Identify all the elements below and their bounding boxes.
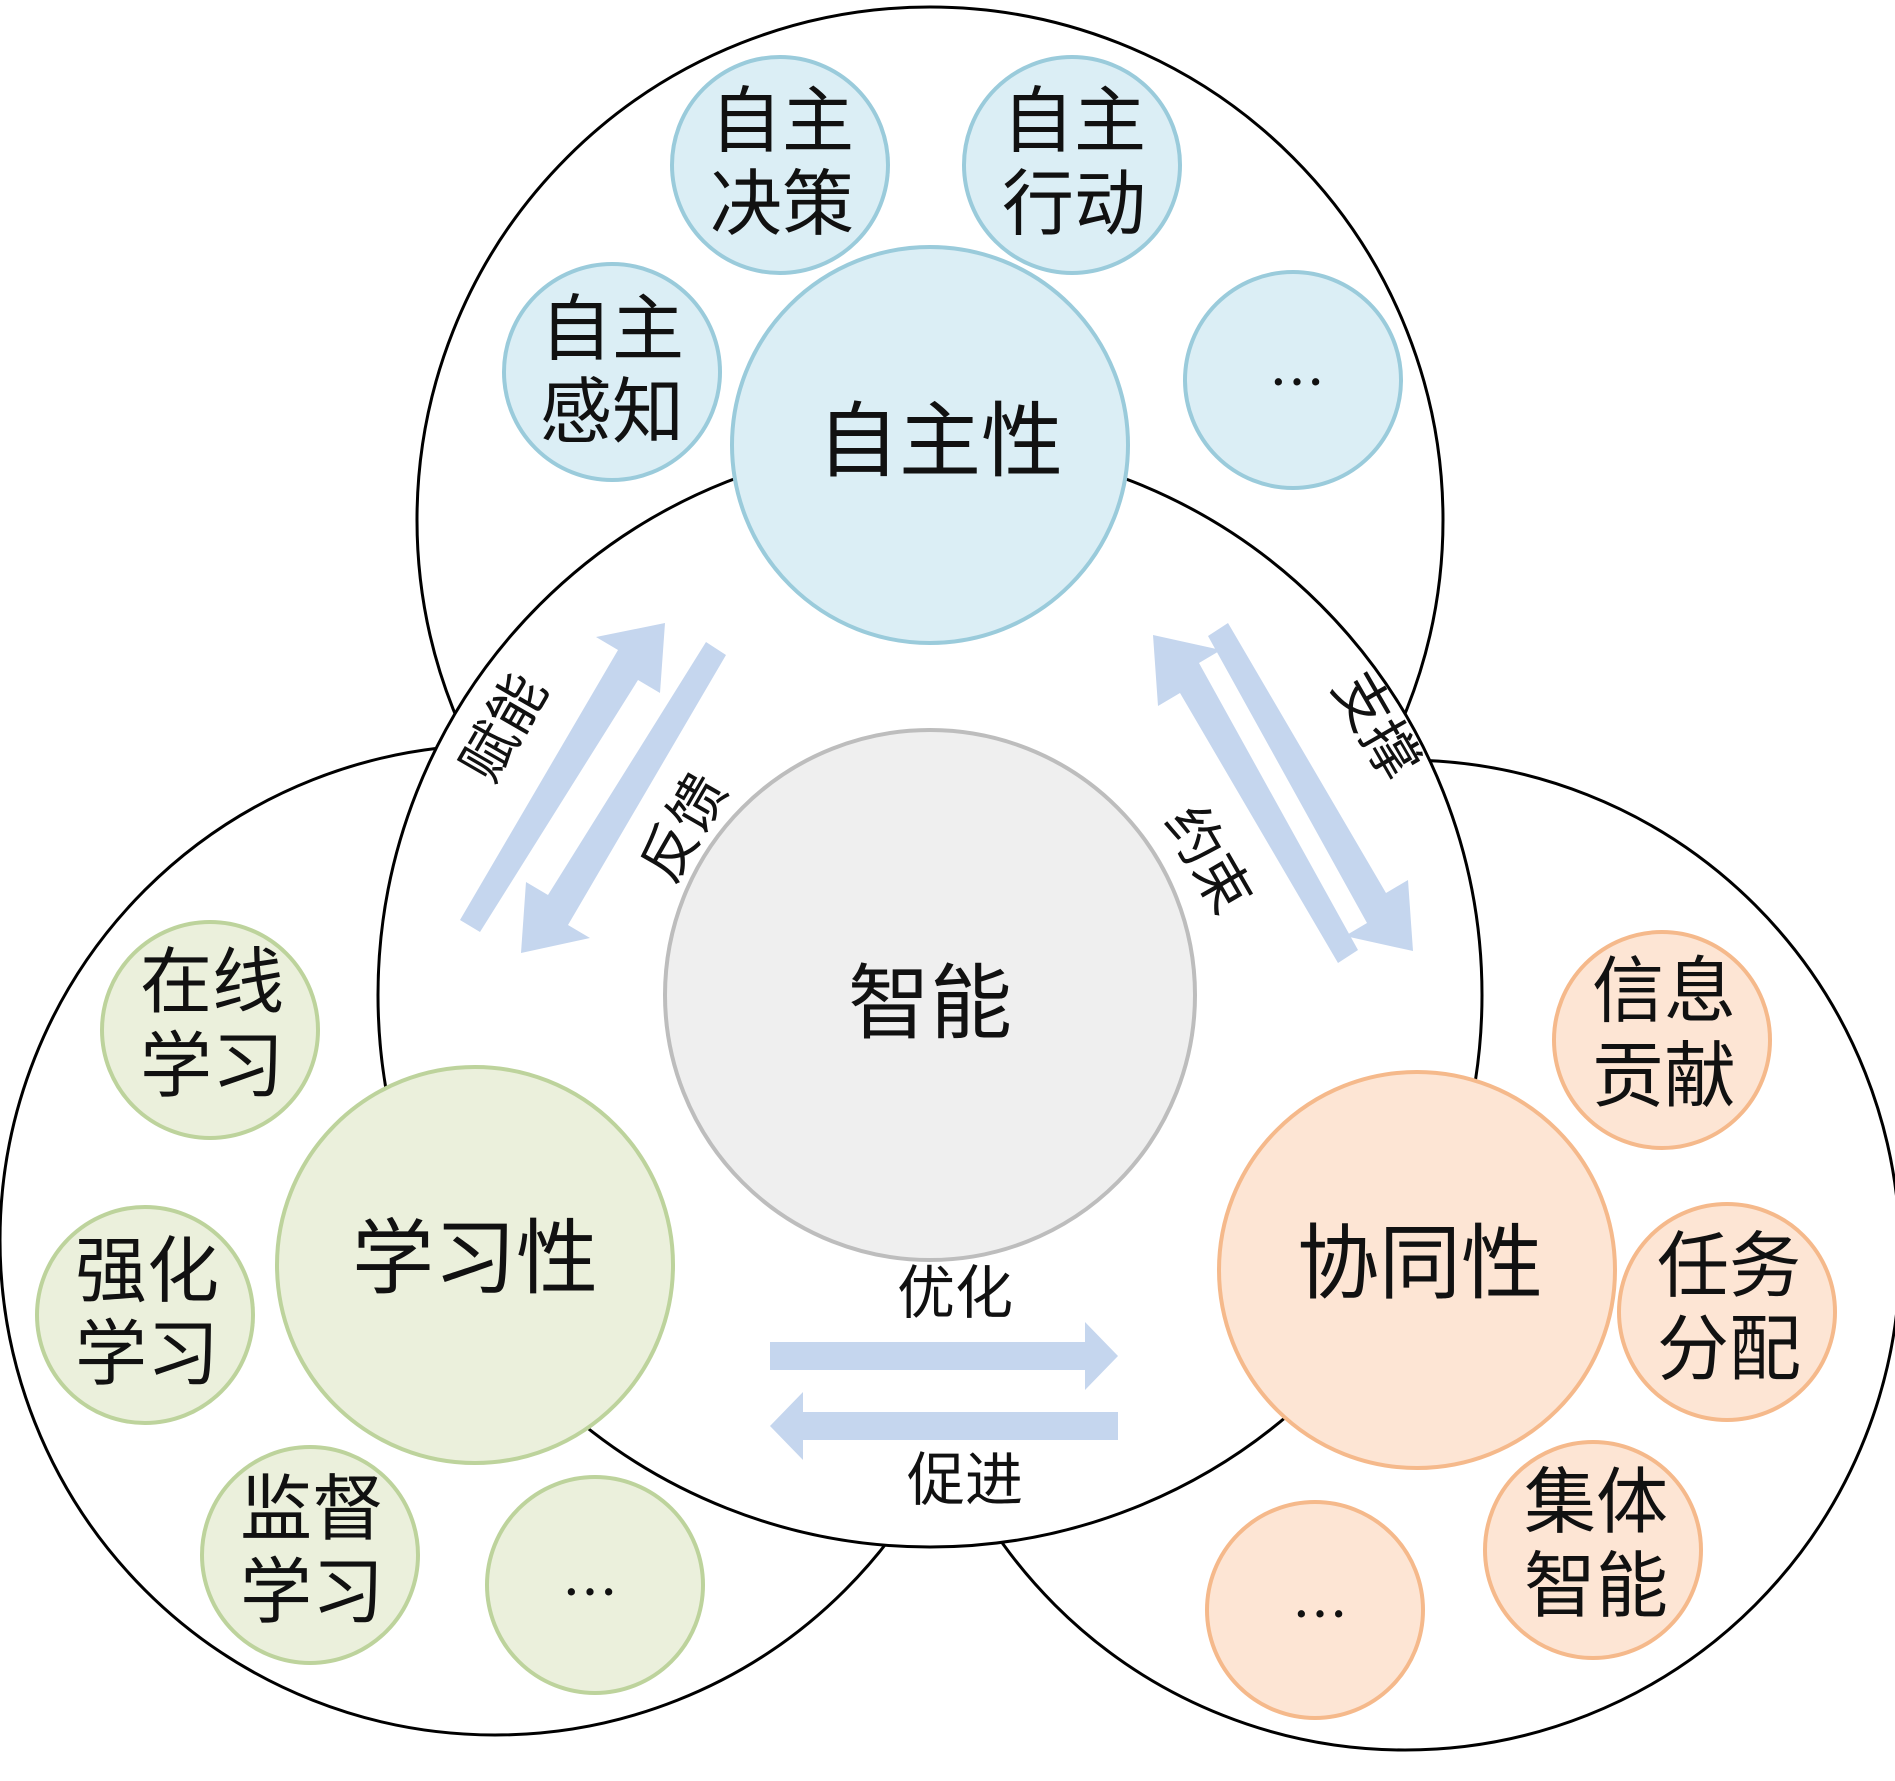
cooperation-sub-more-label: … [1292,1566,1348,1631]
learning-sub-reinforcement-line2: 学习 [75,1312,219,1396]
learning-sub-more-circle [485,1475,705,1695]
autonomy-sub-perception-line2: 感知 [540,370,684,454]
cooperation-main-circle [1217,1070,1617,1470]
cooperation-sub-info-line2: 贡献 [1592,1034,1736,1118]
learning-sub-supervised-circle [200,1445,420,1665]
learning-sub-more-label: … [562,1544,618,1609]
learning-sub-supervised-line2: 学习 [240,1550,384,1634]
learning-main-circle [275,1065,675,1465]
cooperation-sub-info-circle [1552,930,1772,1150]
empower-arrow [460,623,665,932]
constrain-arrow [1153,635,1358,963]
intelligence-label: 智能 [848,957,1012,1052]
autonomy-sub-decision-circle [670,55,890,275]
autonomy-sub-action-line2: 行动 [1002,162,1146,246]
learning-sub-reinforcement-line1: 强化 [75,1229,219,1313]
promote-arrow [770,1392,1118,1460]
learning-sub-online-line2: 学习 [140,1024,284,1108]
learning-sub-reinforcement-circle [35,1205,255,1425]
cooperation-sub-collective-line1: 集体 [1524,1460,1668,1544]
cooperation-sub-info-line1: 信息 [1592,949,1736,1033]
cooperation-sub-task-line1: 任务 [1657,1224,1801,1308]
autonomy-sub-more-circle [1183,270,1403,490]
feedback-arrow [521,642,726,953]
learning-label: 学习性 [352,1212,598,1307]
autonomy-sub-action-circle [962,55,1182,275]
cooperation-label: 协同性 [1297,1217,1543,1312]
optimize-label: 优化 [897,1259,1013,1327]
autonomy-label: 自主性 [817,395,1063,490]
autonomy-sub-action-line1: 自主 [1002,79,1146,163]
cooperation-sub-more-circle [1205,1500,1425,1720]
autonomy-sub-decision-line2: 决策 [710,162,854,246]
optimize-arrow [770,1322,1118,1390]
learning-sub-supervised-line1: 监督 [240,1467,384,1551]
intelligence-center-circle [663,728,1197,1262]
autonomy-main-circle [730,245,1130,645]
support-arrow [1208,623,1413,951]
cooperation-sub-task-line2: 分配 [1657,1307,1801,1391]
cooperation-sub-collective-circle [1483,1440,1703,1660]
learning-sub-online-circle [100,920,320,1140]
cooperation-sub-collective-line2: 智能 [1524,1544,1668,1628]
autonomy-sub-decision-line1: 自主 [710,79,854,163]
autonomy-sub-perception-circle [502,262,722,482]
autonomy-sub-perception-line1: 自主 [540,287,684,371]
learning-sub-online-line1: 在线 [140,940,284,1024]
promote-label: 促进 [907,1446,1023,1514]
autonomy-sub-more-label: … [1269,334,1325,399]
cooperation-sub-task-circle [1617,1202,1837,1422]
